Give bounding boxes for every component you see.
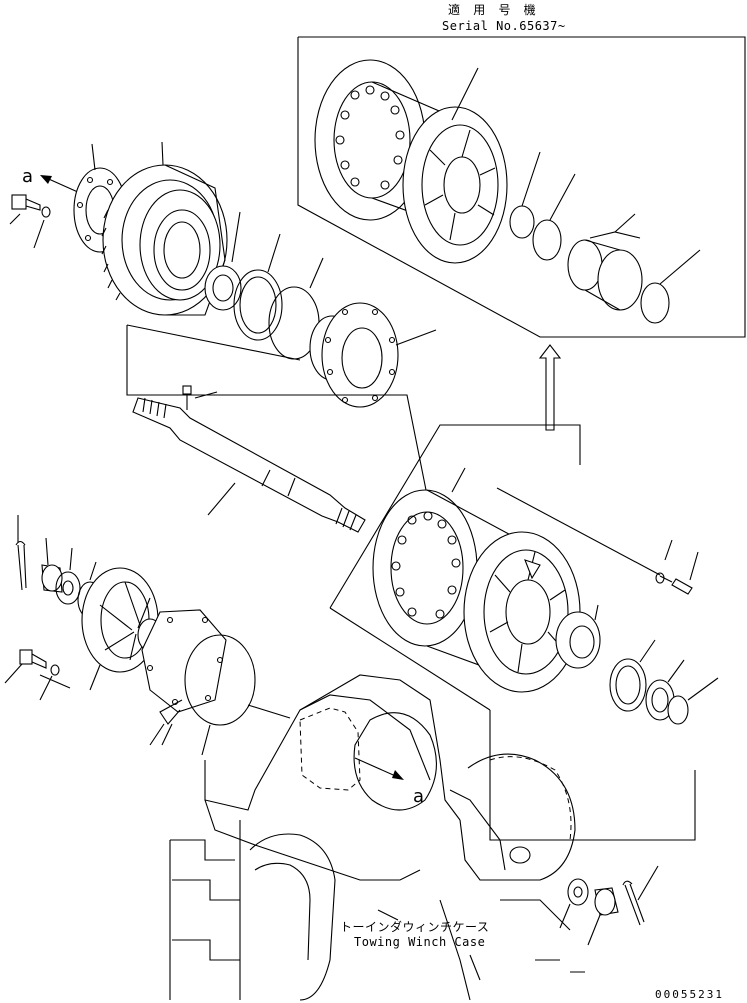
drum-group-box-bottom (329, 607, 491, 711)
leader-bearing-mid (594, 604, 599, 621)
leader-bearing-top (231, 211, 241, 263)
inset-serial-box (297, 36, 746, 338)
leader-flange (91, 143, 96, 171)
case-label-ja: トーインダウィンチケース (340, 919, 489, 934)
bolt-right (659, 575, 693, 595)
shaft-key (182, 385, 192, 395)
bolt-top (11, 194, 41, 211)
winch-case-inner-dashed (299, 707, 572, 841)
seal-cap-mid (667, 695, 689, 725)
bolt-left (19, 649, 47, 669)
lower-right-group-box (489, 710, 696, 841)
leader-case-bottom (469, 954, 481, 981)
sprocket-gear-top (101, 164, 228, 316)
leader-nut-bottom (587, 914, 601, 946)
leader-case-flange (247, 704, 291, 719)
ref-marker-a-top: a (22, 166, 33, 187)
inset-bearing (567, 239, 643, 311)
hub-flange-top (309, 302, 399, 408)
arrow-a-bottom-head (392, 770, 404, 780)
bracket-shaft-group (126, 325, 433, 521)
leader-cotter-bottom (637, 865, 659, 901)
drum-group-box-top (329, 424, 581, 609)
leader-cap-mid (667, 659, 719, 701)
leader-o-ring-top (309, 257, 324, 289)
gasket-left (141, 609, 227, 713)
leader-nut-left (45, 537, 49, 566)
leader-washer-bottom (559, 903, 571, 929)
case-bottom-marks (535, 959, 585, 973)
washer-bottom (567, 878, 589, 906)
leader-o-ring-large (201, 724, 211, 756)
main-drum (372, 489, 581, 693)
bracket-shaft-top (126, 324, 301, 361)
case-label-en: Towing Winch Case (354, 935, 485, 949)
inset-leader-lines (451, 67, 701, 285)
seal-ring-mid (609, 658, 647, 712)
cotter-pin-bottom (622, 880, 645, 926)
washer-top (41, 206, 51, 218)
castle-nut-left (41, 564, 63, 593)
serial-note-number: Serial No.65637~ (442, 19, 566, 33)
inset-drum (314, 59, 508, 264)
arrow-a-bottom-shaft (354, 757, 401, 779)
drawing-number: 00055231 (655, 988, 724, 1001)
bearing-top (204, 265, 242, 311)
seal-ring-top (233, 269, 283, 341)
leader-sprocket (161, 141, 164, 166)
leader-bolt-top (9, 213, 45, 249)
leader-drum (451, 467, 466, 493)
leader-housing-left (89, 664, 101, 691)
main-shaft (132, 397, 366, 533)
leader-key (194, 391, 218, 399)
ref-marker-a-bottom: a (413, 786, 424, 807)
winch-case-flange-right (467, 753, 576, 881)
leader-o-ring-left (89, 561, 97, 581)
leader-case-label (377, 909, 399, 921)
gasket-bracket-left (159, 699, 183, 725)
leader-bolt-right (664, 539, 699, 581)
washer-left (55, 571, 81, 605)
leader-hub-top (395, 329, 437, 346)
inset-ring-1 (509, 205, 535, 239)
serial-note-ja: 適 用 号 機 (448, 2, 539, 17)
washer-small-left (50, 664, 60, 676)
leader-seal-top (267, 233, 281, 273)
bracket-bolt-right (496, 487, 661, 576)
bracket-bolt-left (39, 674, 71, 689)
o-ring-large-left (184, 634, 256, 726)
bearing-mid (555, 611, 601, 669)
arrow-a-top (40, 175, 81, 194)
leader-seal-mid (639, 639, 656, 663)
inset-snap-ring-1 (532, 219, 562, 261)
inset-snap-ring-2 (640, 282, 670, 324)
leader-gasket-left (149, 723, 173, 746)
leader-washer-left (69, 547, 73, 571)
cotter-pin-left (15, 540, 27, 591)
up-arrow (538, 344, 562, 431)
castle-nut-bottom (594, 887, 619, 916)
winch-case-outline (169, 674, 571, 1001)
bearing-cup-mid (645, 679, 675, 721)
leader-shaft (207, 482, 236, 516)
leader-bolt-left (4, 663, 53, 701)
